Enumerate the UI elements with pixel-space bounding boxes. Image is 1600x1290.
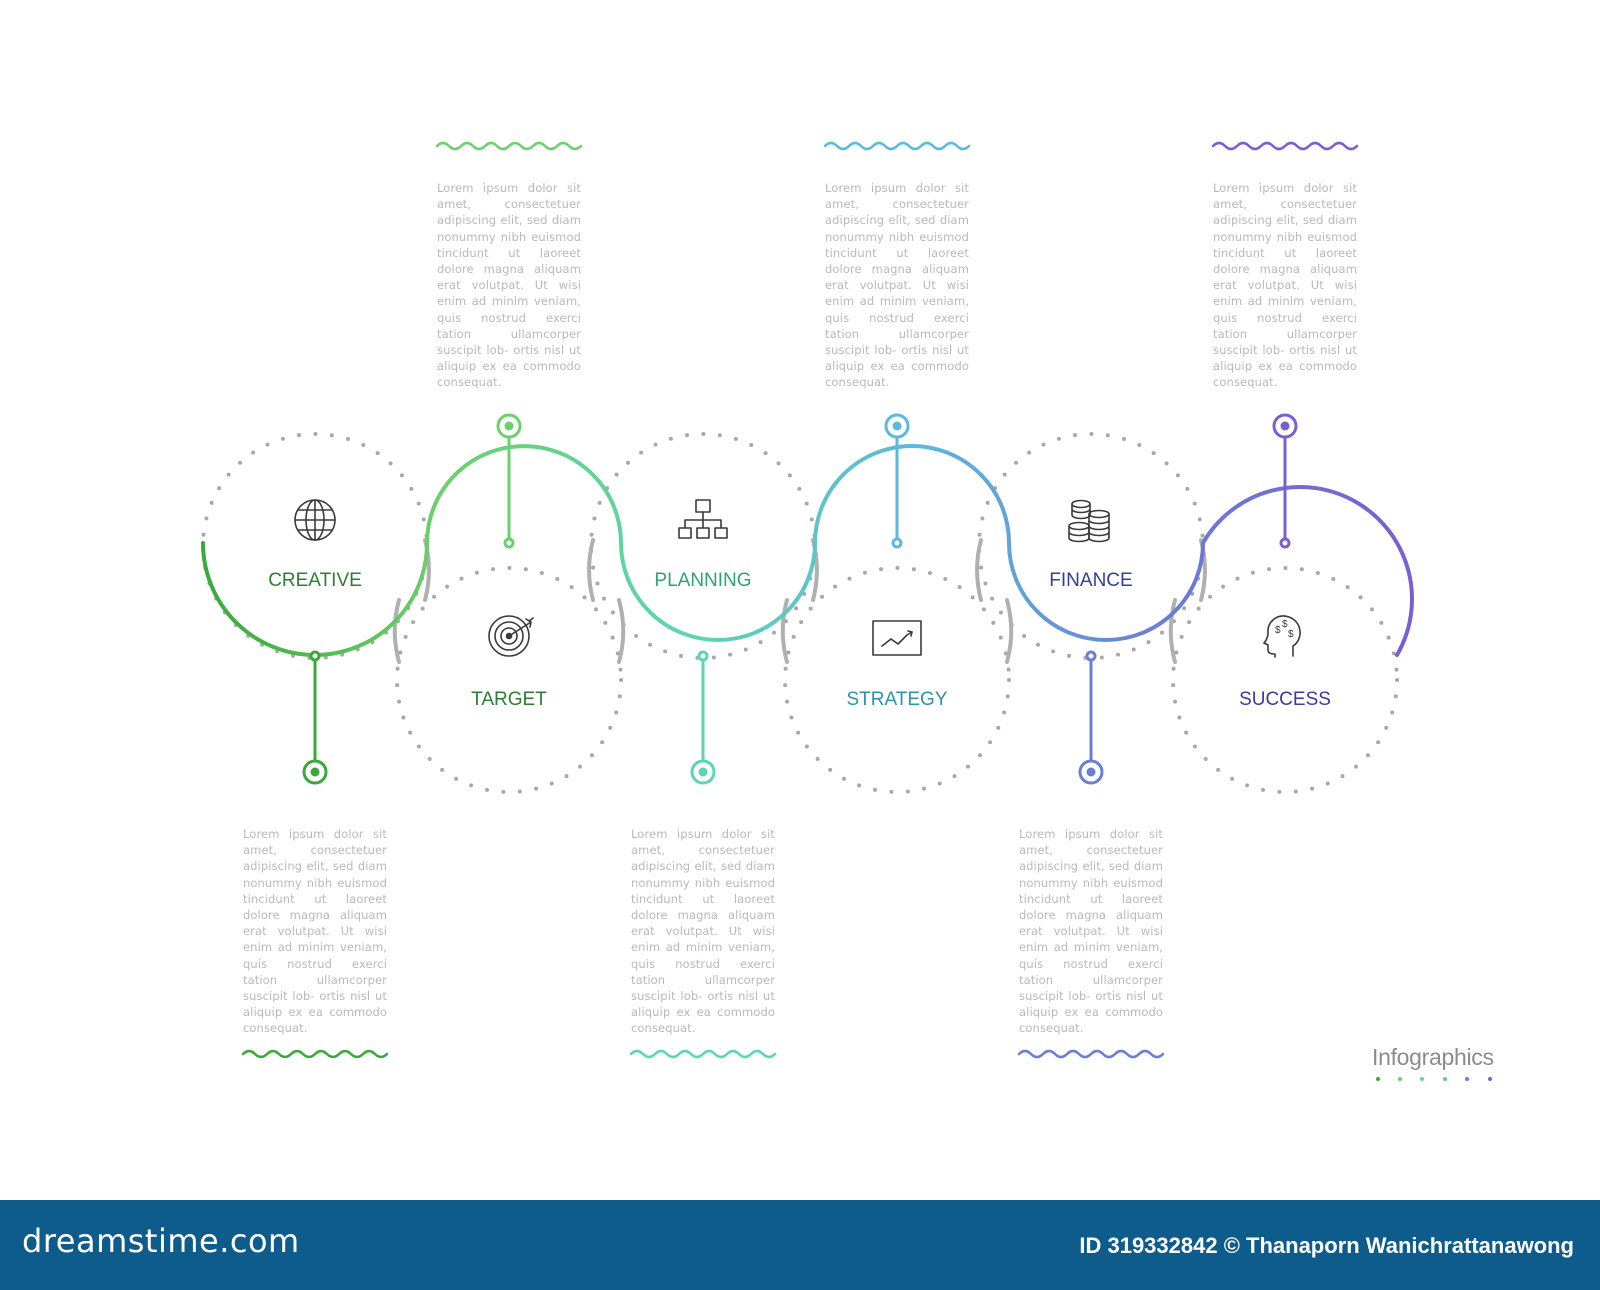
gray-connector-arcs xyxy=(392,538,1207,664)
wavy-decorations xyxy=(241,141,1359,1059)
target-icon xyxy=(488,615,534,657)
gray-arc xyxy=(780,598,789,664)
gray-arc xyxy=(1168,598,1177,664)
timeline-diagram: $ $ $ CREATIVE TARGET PLANNING STRATEGY … xyxy=(201,141,1492,1081)
infographics-label: Infographics xyxy=(1372,1044,1494,1070)
step-label-creative: CREATIVE xyxy=(268,570,362,591)
wavy-line xyxy=(823,141,971,151)
wavy-line xyxy=(435,141,583,151)
step-label-planning: PLANNING xyxy=(654,570,751,591)
step-label-strategy: STRATEGY xyxy=(847,689,948,710)
description-text-target: Lorem ipsum dolor sit amet, consectetuer… xyxy=(437,181,581,390)
connector-5 xyxy=(1078,650,1104,785)
wavy-line xyxy=(241,1049,389,1059)
svg-text:$: $ xyxy=(1275,625,1281,636)
description-text-creative: Lorem ipsum dolor sit amet, consectetuer… xyxy=(243,827,387,1036)
footer-credit: ID 319332842 © Thanaporn Wanichrattanawo… xyxy=(1079,1233,1574,1258)
connectors xyxy=(302,413,1298,785)
dotted-ring-6 xyxy=(1171,566,1399,794)
connector-4 xyxy=(884,413,910,549)
gray-arc xyxy=(975,538,983,602)
description-text-success: Lorem ipsum dolor sit amet, consectetuer… xyxy=(1213,181,1357,390)
footer-bar: dreamstime.com ID 319332842 © Thanaporn … xyxy=(0,1200,1600,1290)
timeline-wave xyxy=(201,444,1414,657)
step-label-finance: FINANCE xyxy=(1049,570,1132,591)
description-text-finance: Lorem ipsum dolor sit amet, consectetuer… xyxy=(1019,827,1163,1036)
wavy-line xyxy=(1017,1049,1165,1059)
infographics-dots xyxy=(1376,1077,1492,1081)
gray-arc xyxy=(392,598,401,664)
globe-icon xyxy=(294,499,336,541)
step-label-target: TARGET xyxy=(471,689,547,710)
step-label-success: SUCCESS xyxy=(1239,689,1331,710)
connector-3 xyxy=(690,650,716,785)
org-chart-icon xyxy=(678,499,728,539)
wavy-line xyxy=(1211,141,1359,151)
gray-arc xyxy=(587,538,595,602)
dotted-ring-4 xyxy=(783,566,1011,794)
connector-6 xyxy=(1272,413,1298,549)
description-text-strategy: Lorem ipsum dolor sit amet, consectetuer… xyxy=(825,181,969,390)
line-chart-icon xyxy=(872,620,922,656)
description-text-planning: Lorem ipsum dolor sit amet, consectetuer… xyxy=(631,827,775,1036)
head-dollar-icon: $ $ $ xyxy=(1263,615,1301,658)
connector-1 xyxy=(302,650,328,785)
gray-arc xyxy=(617,598,626,664)
dotted-rings xyxy=(201,432,1399,794)
coins-icon xyxy=(1068,499,1110,543)
svg-text:$: $ xyxy=(1282,619,1288,630)
connector-2 xyxy=(496,413,522,549)
wavy-line xyxy=(629,1049,777,1059)
dotted-ring-2 xyxy=(395,566,623,794)
svg-text:$: $ xyxy=(1288,629,1294,640)
gray-arc xyxy=(1005,598,1014,664)
footer-brand: dreamstime.com xyxy=(22,1222,300,1260)
